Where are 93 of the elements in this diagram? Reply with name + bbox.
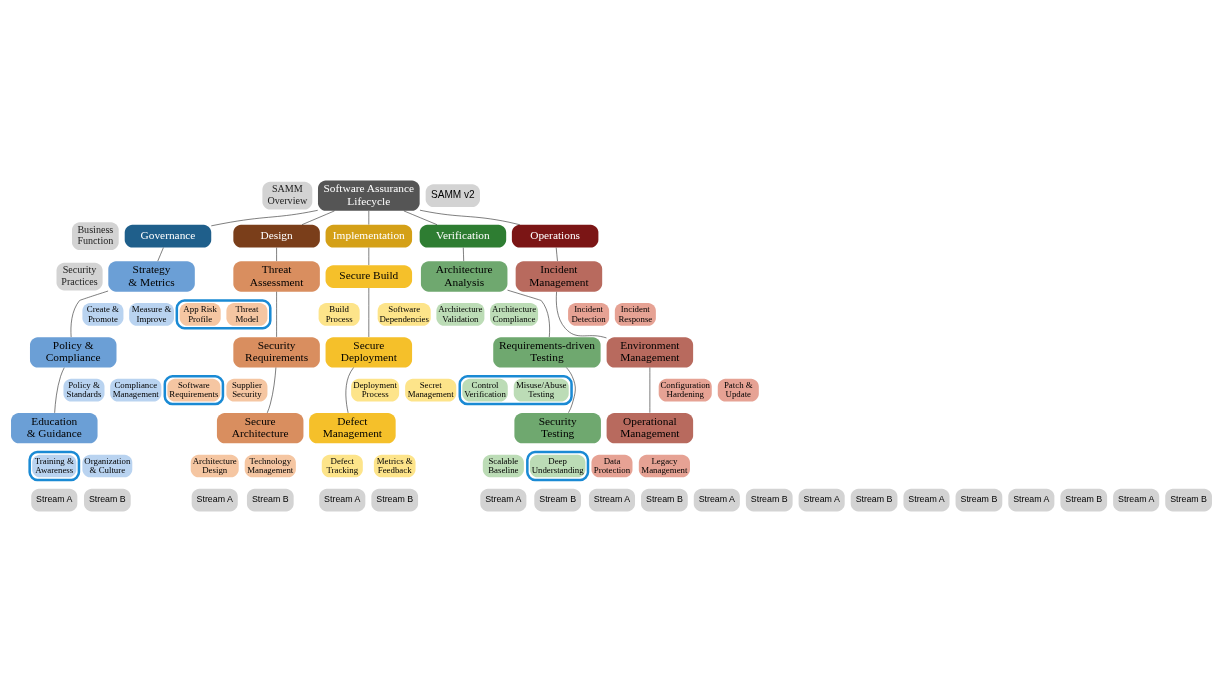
node-box: Training & Awareness [32,454,77,478]
node-box: Architecture Validation [436,303,485,326]
node-box: Design [233,224,320,248]
node-box: Implementation [325,224,413,248]
node-box: Scalable Baseline [482,454,524,478]
node-box: Policy & Standards [63,378,105,402]
label: Stream B [960,494,998,505]
connector [462,247,464,262]
node-box: Strategy & Metrics [108,261,195,292]
node-box: Misuse/Abuse Testing [513,378,569,402]
connector [276,291,277,338]
node-box: Operational Management [606,412,694,444]
connector [266,367,277,414]
node-box: Environment Management [606,337,694,368]
node-box: Measure & Improve [129,303,174,326]
node-box: Control Verification [462,378,508,402]
node-box: Technology Management [244,454,296,478]
node-box: Defect Tracking [321,454,363,478]
label: Security Practices [61,264,98,287]
node-box: App Risk Profile [179,303,221,326]
node-box: Operations [511,224,599,248]
node-box: Deployment Process [351,378,400,402]
label: Stream B [539,494,577,505]
node-box: Create & Promote [82,303,124,326]
node-box: Architecture Design [190,454,239,478]
node-box: Architecture Compliance [490,303,539,326]
cluster [175,299,272,330]
label: Stream A [196,494,233,505]
label: Stream A [485,494,522,505]
label: Stream A [1013,494,1050,505]
node-box: Security Testing [514,412,601,444]
node-box: Architecture Analysis [420,261,508,292]
node-box: Secure Deployment [325,337,413,368]
node-box: Secure Build [325,265,413,288]
label: Stream B [1170,494,1207,505]
connector [555,291,607,339]
label: Business Function [77,223,114,247]
label: Stream A [593,494,631,505]
node-box: Organization & Culture [82,454,133,478]
label: Stream B [88,494,126,505]
label: Stream A [324,494,361,505]
label: Stream A [698,494,735,505]
connector [419,209,521,226]
connector [301,210,335,225]
node-box: Incident Management [515,261,603,292]
connector [555,247,558,262]
node-box: Configuration Hardening [658,378,712,402]
node-box: Patch & Update [717,378,759,402]
node-box: Deep Understanding [529,454,586,478]
node-box: Incident Detection [568,303,610,326]
node-box: Defect Management [309,412,396,444]
node-box: Incident Response [614,303,656,326]
node-box: Secret Management [405,378,457,402]
connector [345,367,354,414]
node-box: Threat Assessment [233,261,320,292]
label: Stream B [376,494,414,505]
node-box: Governance [124,224,212,248]
label: Stream B [750,494,788,505]
label: Stream B [1065,494,1103,505]
label: Stream A [803,494,840,505]
node-box: Secure Architecture [216,412,304,444]
node-box: Software Assurance Lifecycle [317,180,420,211]
node-box: Requirements-driven Testing [493,337,601,368]
label: Stream A [36,494,73,505]
node-box: Threat Model [226,303,268,326]
node-box: Policy & Compliance [29,337,117,368]
label: SAMM Overview [267,183,308,206]
label: Stream A [908,494,945,505]
node-box: Legacy Management [638,454,690,478]
node-box: Education & Guidance [11,412,98,444]
connector [507,289,550,338]
connector [157,247,164,262]
connector [70,290,109,338]
label: Stream B [251,494,289,505]
node-box: Software Requirements [167,378,221,402]
connector [566,367,576,414]
connector [276,247,277,262]
label: Stream B [855,494,893,505]
label: Stream B [646,494,683,505]
connector [54,367,65,414]
node-box: Data Protection [591,454,633,478]
connector [368,210,370,225]
node-box: Software Dependencies [377,303,431,326]
connector [403,210,438,225]
connector [210,210,318,227]
node-box: Supplier Security [226,378,268,402]
node-box: Build Process [318,303,360,326]
node-box: Verification [419,224,507,248]
node-box: Metrics & Feedback [373,454,416,478]
node-box: Security Requirements [233,337,320,368]
label: Stream A [1118,494,1155,505]
node-box: Compliance Management [110,378,162,402]
label: SAMM v2 [430,189,475,201]
